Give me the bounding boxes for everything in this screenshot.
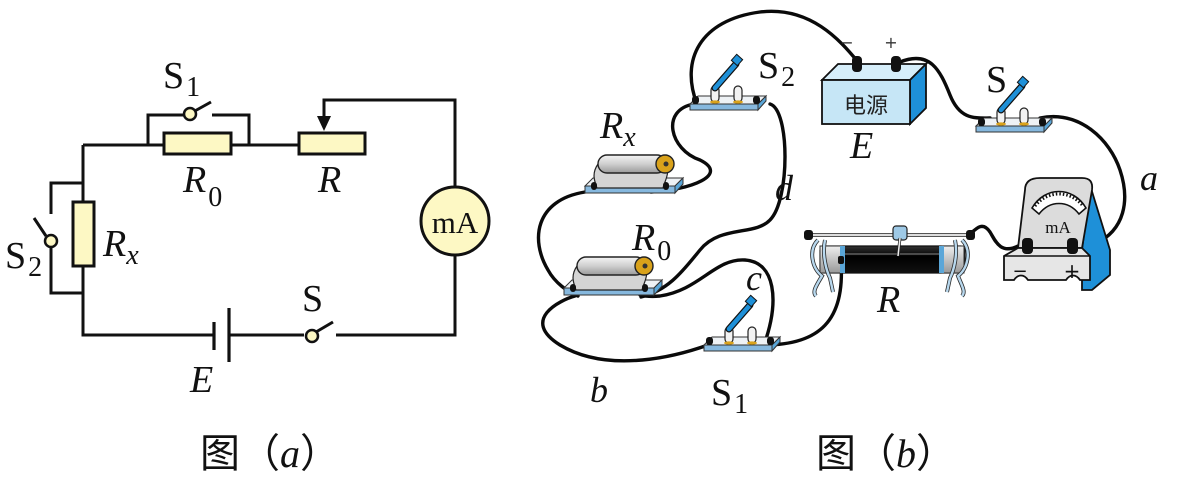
wire-bottom-right xyxy=(336,254,457,337)
rheostat-rod-terminal-right[interactable] xyxy=(966,230,975,240)
label-s2: S2 xyxy=(5,235,42,283)
rx-terminal-left[interactable] xyxy=(591,182,597,190)
label-s1: S1 xyxy=(163,55,200,103)
label-b-rx: Rx xyxy=(599,105,636,153)
rheostat-r-device xyxy=(804,225,975,298)
switch-s2[interactable] xyxy=(688,53,768,112)
battery-minus-sign: − xyxy=(840,33,853,52)
label-b-r: R xyxy=(876,279,900,321)
r0-terminal-left[interactable] xyxy=(570,284,576,292)
battery-terminal-negative[interactable] xyxy=(852,56,862,72)
cable-meter-to-r xyxy=(966,224,1020,251)
meter-label: mA xyxy=(432,205,479,240)
meter-terminal-negative[interactable] xyxy=(1022,238,1033,254)
wire-s1-bypass-right xyxy=(212,113,251,145)
rheostat-slider[interactable] xyxy=(892,225,908,241)
rheostat-rod-terminal-left[interactable] xyxy=(804,230,813,240)
resistor-rx-device xyxy=(583,154,685,195)
label-r0: R0 xyxy=(182,159,222,213)
label-b-r0: R0 xyxy=(631,217,671,267)
switch-s1-terminal-left[interactable] xyxy=(706,337,713,345)
milliammeter xyxy=(419,185,491,257)
switch-s2-blade xyxy=(32,217,48,237)
meter-plus-sign: + xyxy=(1064,259,1081,283)
schematic-a: mA S1 R0 R Rx S2 E S 图（a） xyxy=(5,55,491,477)
label-rx: Rx xyxy=(102,223,139,271)
switch-s-pivot xyxy=(304,328,320,344)
switch-s1-pivot xyxy=(182,106,198,122)
label-wire-c: c xyxy=(746,258,762,298)
switch-s1[interactable] xyxy=(702,294,782,353)
wiring-b: 电源 − + xyxy=(536,9,1158,477)
switch-s[interactable] xyxy=(974,75,1054,134)
label-b-s1: S1 xyxy=(711,372,748,420)
cable-battery-to-s xyxy=(898,56,992,120)
battery-e: 电源 − + xyxy=(819,33,929,127)
meter-terminal-positive[interactable] xyxy=(1067,238,1078,254)
cable-a xyxy=(1038,115,1127,246)
caption-b: 图（b） xyxy=(816,431,956,477)
label-b-e: E xyxy=(849,125,873,167)
cable-s2-to-rx xyxy=(649,102,713,194)
label-b-s: S xyxy=(986,59,1007,101)
rx-terminal-right[interactable] xyxy=(663,182,669,190)
label-r: R xyxy=(317,159,341,201)
battery-plus-sign: + xyxy=(884,33,897,52)
label-e: E xyxy=(189,359,213,401)
rheostat-coil-terminal-left[interactable] xyxy=(838,256,844,264)
battery-label: 电源 xyxy=(844,94,888,119)
cable-c xyxy=(638,258,775,347)
battery-terminal-positive[interactable] xyxy=(891,56,901,72)
label-s: S xyxy=(302,278,323,320)
switch-s1-terminal-right[interactable] xyxy=(767,337,774,345)
slider-arrow xyxy=(317,116,331,131)
resistor-r0-device xyxy=(562,256,664,297)
wire-s1-bypass-left xyxy=(146,113,186,145)
resistor-rx xyxy=(71,200,96,268)
label-wire-b: b xyxy=(590,370,608,410)
cable-s2-to-battery xyxy=(689,9,860,106)
r0-terminal-right[interactable] xyxy=(642,284,648,292)
meter-device-label: mA xyxy=(1045,218,1071,237)
label-wire-d: d xyxy=(775,168,794,208)
switch-s-terminal-left[interactable] xyxy=(978,118,985,126)
rheostat-r xyxy=(297,131,367,156)
resistor-r0 xyxy=(162,131,233,156)
switch-s-blade xyxy=(315,320,334,334)
switch-s2-pivot xyxy=(43,233,59,249)
switch-s2-terminal-left[interactable] xyxy=(692,96,699,104)
wire-s2-bypass-top xyxy=(49,181,83,214)
wire-right-top xyxy=(322,98,457,208)
wire-s2-bypass-bottom xyxy=(49,248,83,295)
label-wire-a: a xyxy=(1140,158,1158,198)
cable-r-to-s1 xyxy=(762,260,844,347)
caption-a: 图（a） xyxy=(200,431,340,477)
cable-b xyxy=(541,294,710,363)
cable-d xyxy=(639,102,787,299)
meter-minus-sign: − xyxy=(1012,261,1027,282)
switch-s2-terminal-right[interactable] xyxy=(753,96,760,104)
milliammeter-device: mA − + xyxy=(1003,177,1111,291)
switch-s-terminal-right[interactable] xyxy=(1039,118,1046,126)
label-b-s2: S2 xyxy=(758,45,795,93)
